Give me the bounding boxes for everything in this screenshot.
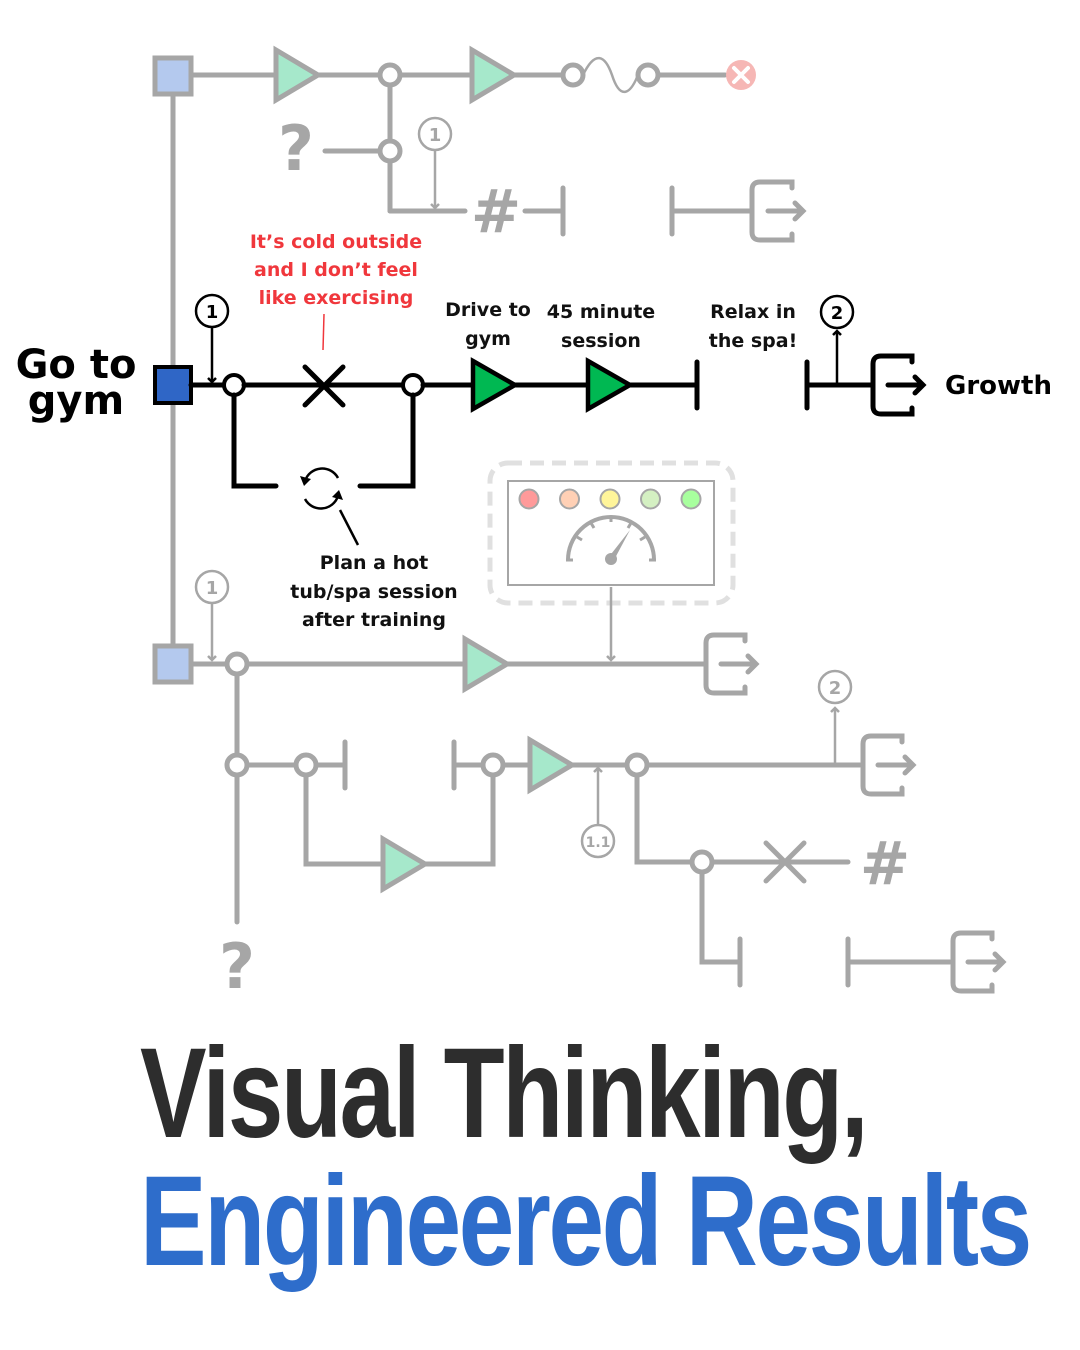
blocked-x-icon: [763, 840, 807, 884]
loop-label: Plan a hot: [320, 552, 429, 574]
svg-text:1.1: 1.1: [586, 835, 611, 851]
obstacle-x-icon: [302, 364, 346, 408]
headline-line-1: Visual Thinking,: [140, 1022, 869, 1165]
faded-step-triangle: [527, 735, 577, 795]
process-diagram: ? 1 # Go to gym 1: [16, 45, 1052, 1000]
faded-step-triangle: [469, 45, 519, 105]
badge-1-faded: 1: [194, 569, 230, 605]
headline-line-2: Engineered Results: [140, 1150, 1032, 1293]
badge-1-1-faded: 1.1: [580, 823, 616, 859]
exit-icon: [749, 179, 807, 243]
gauge-light-4: [640, 488, 661, 510]
drive-label: Drive to: [445, 299, 531, 321]
loop-label-3: after training: [302, 609, 446, 631]
gauge-dial-icon: [566, 515, 656, 565]
drive-step-triangle: [470, 357, 520, 413]
obstacle-label-2: and I don’t feel: [254, 259, 418, 281]
faded-node: [293, 752, 319, 778]
relax-label-2: the spa!: [709, 330, 798, 352]
gauge-light-5: [680, 488, 702, 510]
session-label-2: session: [561, 330, 641, 352]
gauge-light-3: [599, 488, 621, 510]
badge-2: 2: [819, 294, 855, 330]
faded-node: [480, 752, 506, 778]
hash-icon: #: [860, 829, 910, 899]
faded-step-triangle: [273, 45, 323, 105]
gauge-light-2: [559, 488, 580, 510]
question-icon: ?: [278, 112, 314, 185]
start-label: Go to: [16, 342, 137, 388]
faded-node: [689, 849, 715, 875]
start-square: [153, 365, 193, 405]
exit-icon: [860, 733, 917, 797]
relax-label: Relax in: [710, 301, 796, 323]
start-label-2: gym: [28, 378, 124, 424]
exit-icon: [703, 632, 760, 696]
question-icon: ?: [219, 930, 255, 1000]
badge-1-faded: 1: [417, 116, 453, 152]
gauge-light-1: [518, 488, 540, 510]
failure-x-icon: [726, 60, 756, 90]
svg-text:1: 1: [206, 302, 219, 323]
hash-icon: #: [471, 177, 521, 247]
faded-node: [224, 752, 250, 778]
merge-node: [401, 373, 425, 397]
svg-text:2: 2: [829, 678, 842, 699]
badge-2-faded: 2: [817, 669, 853, 705]
main-branch: Go to gym 1: [16, 231, 1052, 631]
faded-start-square: [152, 55, 194, 97]
faded-node: [377, 138, 403, 164]
split-node: [222, 373, 246, 397]
badge-1: 1: [194, 293, 230, 329]
obstacle-label-3: like exercising: [259, 287, 414, 309]
loop-label-2: tub/spa session: [290, 581, 457, 603]
obstacle-label: It’s cold outside: [250, 231, 422, 253]
growth-exit-icon: [870, 353, 927, 417]
faded-step-triangle: [462, 634, 512, 694]
refresh-cycle-icon: [300, 467, 343, 510]
top-faded-branch: ? 1 #: [152, 45, 807, 247]
faded-node: [224, 651, 250, 677]
session-label: 45 minute: [547, 301, 655, 323]
faded-step-triangle: [380, 834, 430, 894]
session-step-triangle: [585, 357, 635, 413]
middle-faded-branch: 1 ? 1.1: [152, 569, 1007, 1000]
faded-node: [377, 62, 403, 88]
faded-node: [624, 752, 650, 778]
svg-text:1: 1: [206, 578, 219, 599]
delay-wave-icon: [581, 56, 640, 94]
faded-node: [635, 62, 661, 88]
svg-text:1: 1: [429, 125, 442, 146]
svg-text:2: 2: [831, 303, 844, 324]
drive-label-2: gym: [465, 328, 511, 350]
faded-node: [560, 62, 586, 88]
gauge-panel: [487, 460, 736, 662]
growth-label: Growth: [945, 371, 1052, 401]
faded-start-square: [152, 643, 194, 685]
exit-icon: [950, 930, 1007, 994]
